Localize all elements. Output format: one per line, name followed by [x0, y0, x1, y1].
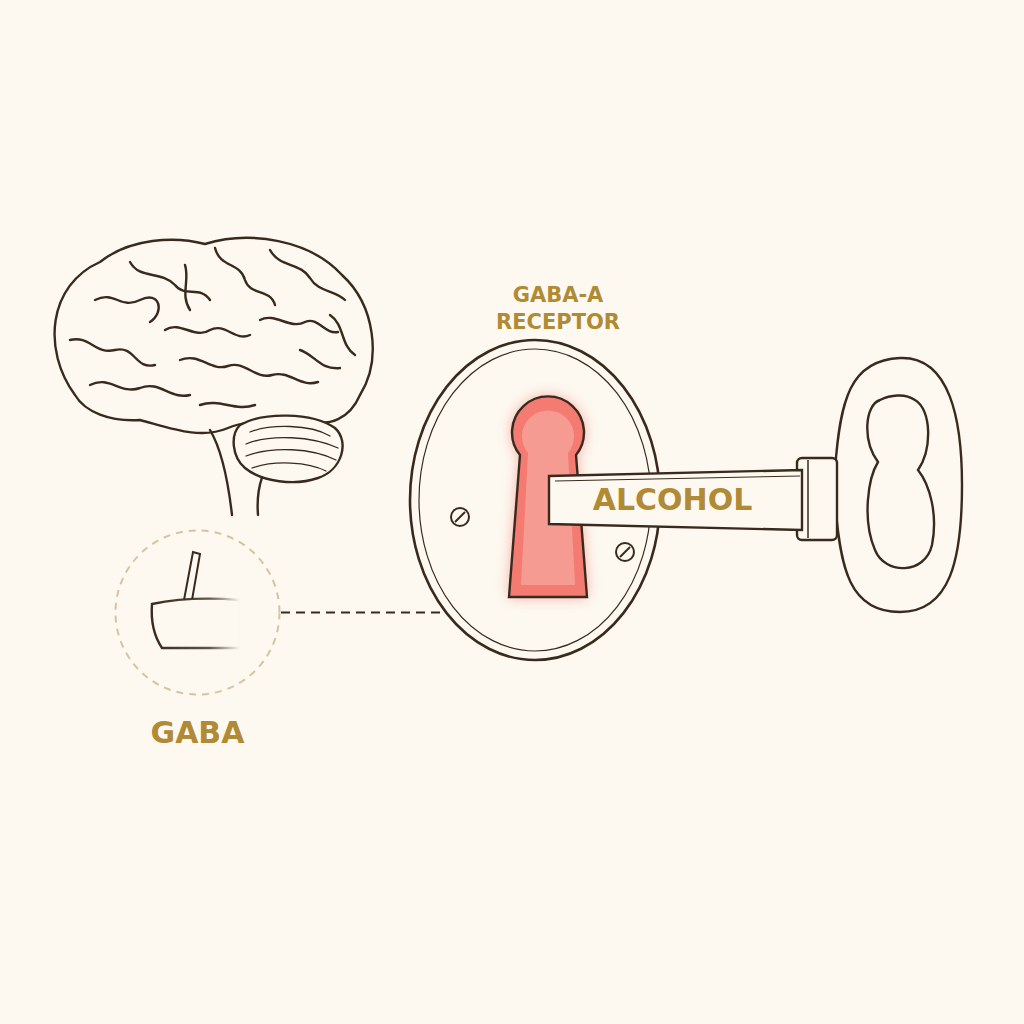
node-label: GABA: [110, 713, 285, 752]
gaba-node: GABA: [110, 525, 285, 765]
key-bow: [797, 358, 962, 612]
dashed-connector: [281, 612, 446, 614]
gaba-circle: [110, 525, 285, 700]
brain-illustration: [55, 238, 373, 515]
pedal-icon: [152, 552, 246, 648]
node-label: ALCOHOL: [545, 480, 800, 519]
node-label: GABA-A RECEPTOR: [478, 282, 638, 337]
alcohol-key-shaft: ALCOHOL: [545, 468, 800, 532]
